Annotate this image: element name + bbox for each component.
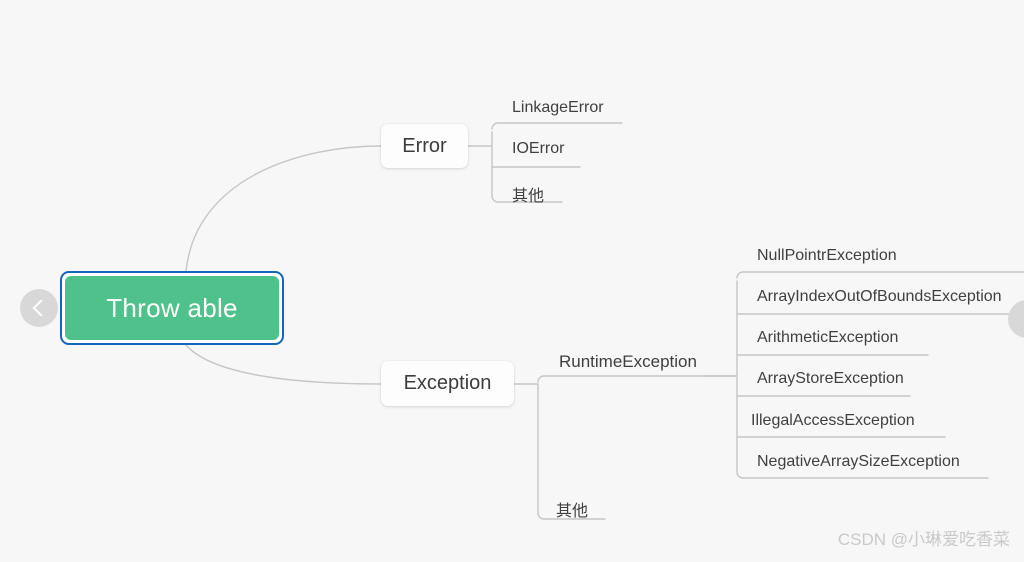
leaf-label-exception-other: 其他 <box>556 503 589 520</box>
branch-node-exception-label: Exception <box>403 372 492 394</box>
chevron-left-icon <box>32 299 49 317</box>
leaf-label-arithmetic-exception: ArithmeticException <box>757 329 899 346</box>
leaf-label-array-store-exception: ArrayStoreException <box>757 370 904 387</box>
collapse-right-button[interactable] <box>1008 300 1024 338</box>
watermark: CSDN @小琳爱吃香菜 <box>837 530 1010 549</box>
leaf-label-negative-array-size-exception: NegativeArraySizeException <box>757 453 960 470</box>
root-node-label: Throw able <box>106 292 238 323</box>
leaf-node-array-index-out-of-bounds-exception[interactable]: ArrayIndexOutOfBoundsException <box>757 288 1002 306</box>
root-node[interactable]: Throw able <box>60 271 284 345</box>
leaf-node-array-store-exception[interactable]: ArrayStoreException <box>757 370 904 388</box>
chevron-right-icon <box>1017 310 1024 328</box>
leaf-node-io-error[interactable]: IOError <box>512 140 564 158</box>
leaf-node-linkage-error[interactable]: LinkageError <box>512 99 604 117</box>
leaf-node-exception-other[interactable]: 其他 <box>556 497 588 521</box>
leaf-node-negative-array-size-exception[interactable]: NegativeArraySizeException <box>757 453 960 471</box>
leaf-label-error-other: 其他 <box>512 188 545 205</box>
leaf-label-linkage-error: LinkageError <box>512 99 604 116</box>
leaf-label-nullpointer-exception: NullPointrException <box>757 247 897 264</box>
sub-label-runtime-exception: RuntimeException <box>559 352 697 371</box>
sub-node-runtime-exception[interactable]: RuntimeException <box>559 352 697 372</box>
root-node-body: Throw able <box>65 276 279 340</box>
leaf-node-error-other[interactable]: 其他 <box>512 182 544 206</box>
collapse-left-button[interactable] <box>20 289 58 327</box>
branch-node-error[interactable]: Error <box>381 124 468 168</box>
leaf-label-illegal-access-exception: IllegalAccessException <box>751 412 915 429</box>
branch-node-error-label: Error <box>402 134 447 157</box>
edge-root-error <box>185 145 382 272</box>
leaf-node-nullpointer-exception[interactable]: NullPointrException <box>757 247 897 265</box>
leaf-label-array-index-out-of-bounds-exception: ArrayIndexOutOfBoundsException <box>757 288 1002 305</box>
leaf-label-io-error: IOError <box>512 140 565 157</box>
leaf-node-illegal-access-exception[interactable]: IllegalAccessException <box>751 412 915 430</box>
edge-root-exception <box>185 344 382 385</box>
branch-node-exception[interactable]: Exception <box>381 361 514 406</box>
leaf-node-arithmetic-exception[interactable]: ArithmeticException <box>757 329 898 347</box>
